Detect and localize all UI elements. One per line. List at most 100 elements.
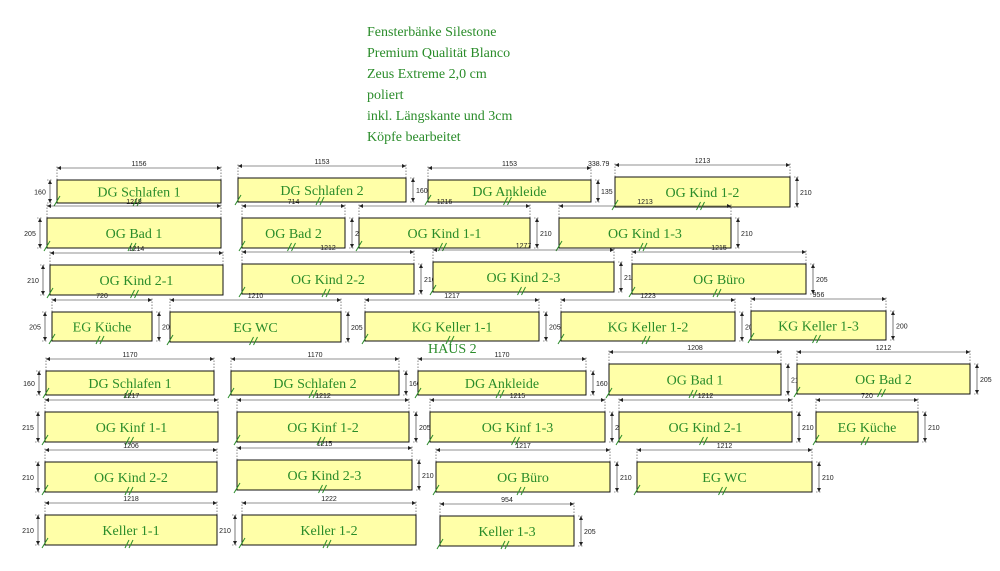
arrow-head bbox=[727, 204, 731, 208]
sill-box bbox=[618, 411, 793, 443]
sill-label: OG Kinf 1-1 bbox=[96, 421, 168, 436]
tick-mark bbox=[495, 389, 501, 399]
arrow-head bbox=[811, 290, 815, 294]
tick-mark bbox=[129, 436, 134, 446]
sill-box bbox=[636, 461, 813, 493]
arrow-head bbox=[217, 166, 221, 170]
arrow-head bbox=[601, 398, 605, 402]
extra-dimension-label: 338.79 bbox=[588, 161, 610, 168]
depth-dimension-label: 215 bbox=[624, 275, 636, 282]
tick-mark bbox=[747, 332, 755, 344]
arrow-head bbox=[43, 312, 47, 316]
tick-mark bbox=[41, 434, 49, 446]
length-dimension-label: 1277 bbox=[516, 243, 532, 250]
spec-line-5: inkl. Längskante und 3cm bbox=[367, 109, 513, 124]
depth-dimension-label: 210 bbox=[741, 231, 753, 238]
tick-mark bbox=[322, 539, 328, 549]
sill-box bbox=[631, 263, 807, 295]
length-dimension-label: 1214 bbox=[129, 246, 145, 253]
spec-line-6: Köpfe bearbeitet bbox=[367, 130, 461, 145]
tick-mark bbox=[615, 434, 623, 446]
depth-dimension-label: 210 bbox=[424, 277, 436, 284]
tick-mark bbox=[238, 240, 246, 252]
tick-mark bbox=[633, 484, 641, 496]
tick-mark bbox=[42, 387, 50, 399]
tick-mark bbox=[555, 240, 563, 252]
tick-mark bbox=[812, 434, 820, 446]
tick-mark bbox=[315, 196, 321, 206]
arrow-head bbox=[359, 204, 363, 208]
arrow-head bbox=[802, 250, 806, 254]
arrow-head bbox=[417, 486, 421, 490]
tick-mark bbox=[511, 436, 516, 446]
sill-label: OG Kind 1-3 bbox=[608, 227, 682, 242]
arrow-head bbox=[777, 350, 781, 354]
tick-mark bbox=[41, 537, 49, 549]
arrow-head bbox=[570, 502, 574, 506]
tick-mark bbox=[722, 486, 727, 496]
tick-mark bbox=[516, 486, 522, 496]
length-dimension-label: 1213 bbox=[695, 158, 711, 165]
tick-mark bbox=[438, 242, 443, 252]
length-dimension-label: 1215 bbox=[510, 393, 526, 400]
arrow-head bbox=[36, 438, 40, 442]
depth-dimension-label: 205 bbox=[29, 325, 41, 332]
arrow-head bbox=[341, 204, 345, 208]
arrow-head bbox=[797, 438, 801, 442]
arrow-head bbox=[233, 515, 237, 519]
tick-mark bbox=[249, 336, 254, 346]
arrow-head bbox=[337, 298, 341, 302]
tick-mark bbox=[134, 289, 139, 299]
tick-mark bbox=[361, 333, 369, 345]
length-dimension-label: 720 bbox=[96, 293, 108, 300]
arrow-head bbox=[582, 357, 586, 361]
sill-box bbox=[45, 370, 215, 396]
sill-box bbox=[558, 217, 732, 249]
tick-mark bbox=[499, 389, 505, 399]
tick-mark bbox=[628, 286, 636, 298]
arrow-head bbox=[414, 438, 418, 442]
depth-dimension-label: 210 bbox=[800, 190, 812, 197]
tick-mark bbox=[816, 334, 821, 344]
tick-mark bbox=[238, 286, 246, 298]
tick-mark bbox=[99, 335, 105, 345]
tick-mark bbox=[877, 388, 882, 398]
tick-mark bbox=[234, 194, 242, 206]
arrow-head bbox=[736, 218, 740, 222]
tick-mark bbox=[132, 197, 138, 207]
tick-mark bbox=[500, 540, 506, 550]
arrow-head bbox=[637, 448, 641, 452]
depth-dimension-label: 210 bbox=[22, 528, 34, 535]
tick-mark bbox=[124, 539, 130, 549]
depth-dimension-label: 205 bbox=[162, 325, 174, 332]
tick-mark bbox=[424, 194, 432, 206]
depth-dimension-label: 210 bbox=[822, 475, 834, 482]
arrow-head bbox=[414, 412, 418, 416]
spec-line-1: Fensterbänke Silestone bbox=[367, 25, 497, 40]
tick-mark bbox=[128, 539, 134, 549]
arrow-head bbox=[411, 198, 415, 202]
tick-mark bbox=[864, 436, 870, 446]
arrow-head bbox=[233, 541, 237, 545]
depth-dimension-label: 205 bbox=[351, 325, 363, 332]
sill-label: EG Küche bbox=[73, 321, 132, 336]
depth-dimension-label: 160 bbox=[596, 381, 608, 388]
arrow-head bbox=[797, 412, 801, 416]
arrow-head bbox=[786, 163, 790, 167]
tick-mark bbox=[312, 389, 318, 399]
tick-mark bbox=[322, 484, 327, 494]
tick-mark bbox=[326, 539, 332, 549]
tick-mark bbox=[48, 333, 56, 345]
arrow-head bbox=[786, 364, 790, 368]
sill-box bbox=[46, 217, 222, 249]
arrow-head bbox=[38, 218, 42, 222]
arrow-head bbox=[561, 298, 565, 302]
arrow-head bbox=[404, 391, 408, 395]
sill-label: OG Kind 2-2 bbox=[291, 273, 365, 288]
length-dimension-label: 1170 bbox=[122, 352, 137, 359]
arrow-head bbox=[242, 501, 246, 505]
arrow-head bbox=[808, 448, 812, 452]
arrow-head bbox=[50, 251, 54, 255]
arrow-head bbox=[419, 290, 423, 294]
tick-mark bbox=[287, 242, 292, 252]
